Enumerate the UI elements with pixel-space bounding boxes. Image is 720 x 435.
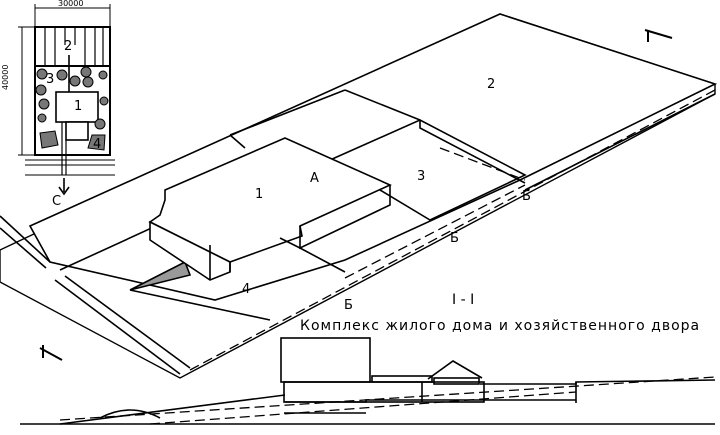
zone-label-1: 1 [255, 187, 264, 202]
inset-zone-3: 3 [46, 72, 55, 87]
zone-label-3: 3 [417, 169, 426, 184]
point-label-b2: Б [450, 231, 459, 246]
inset-zone-2: 2 [64, 39, 73, 54]
section-profile [20, 337, 716, 425]
zone-label-2: 2 [487, 77, 496, 92]
dimension-height: 40000 [1, 64, 10, 90]
isometric-site [0, 13, 718, 379]
direction-label: С [52, 194, 62, 209]
section-caption: Комплекс жилого дома и хозяйственного дв… [300, 318, 701, 334]
inset-zone-4: 4 [93, 137, 102, 152]
point-label-b3: Б [344, 298, 353, 313]
point-label-b1: Б [522, 189, 531, 204]
inset-zone-1: 1 [74, 99, 83, 114]
point-label-a: А [310, 171, 319, 186]
section-title: I - I [452, 292, 475, 308]
dimension-width: 30000 [58, 0, 84, 8]
zone-label-4: 4 [242, 282, 251, 297]
inset-plan [18, 4, 115, 196]
